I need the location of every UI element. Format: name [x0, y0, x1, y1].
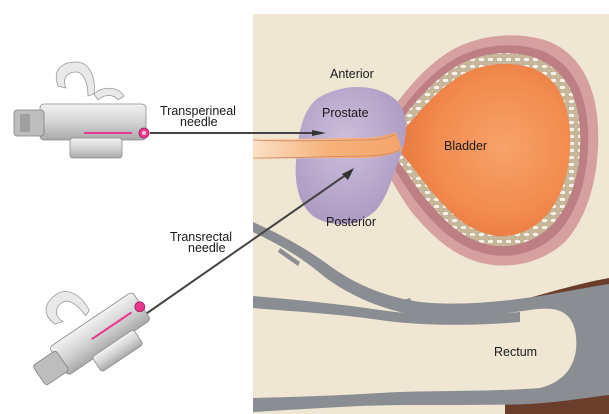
label-bladder: Bladder: [444, 139, 487, 153]
bladder: [370, 35, 599, 266]
rectum: [253, 222, 609, 414]
label-anterior: Anterior: [330, 67, 374, 81]
urethra: [252, 132, 402, 160]
label-prostate: Prostate: [322, 106, 369, 120]
label-rectum: Rectum: [494, 345, 537, 359]
transperineal-needle-device: [13, 61, 326, 159]
label-posterior: Posterior: [326, 215, 376, 229]
label-transrectal-line1: Transrectal: [170, 230, 232, 244]
label-transrectal-line2: needle: [188, 241, 226, 255]
label-transperineal-line1: Transperineal: [160, 104, 236, 118]
label-transperineal-line2: needle: [180, 115, 218, 129]
transrectal-needle-device: [33, 168, 354, 385]
